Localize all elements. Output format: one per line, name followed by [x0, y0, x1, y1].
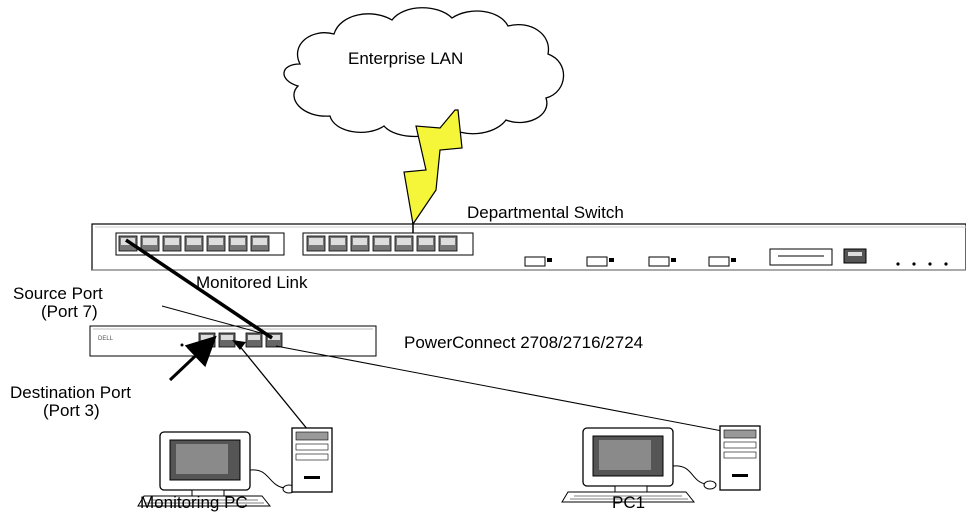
cloud-label: Enterprise LAN — [348, 49, 464, 68]
destination-port-arrow — [168, 335, 217, 382]
pc1-label: PC1 — [612, 493, 646, 512]
departmental-switch-label: Departmental Switch — [467, 203, 624, 222]
monitoring-pc-label: Monitoring PC — [140, 493, 248, 512]
switch-led-dots — [896, 262, 948, 266]
powerconnect-label: PowerConnect 2708/2716/2724 — [404, 333, 644, 352]
powerconnect-ports — [198, 332, 283, 348]
monitored-link-line — [125, 238, 273, 340]
wan-lightning-icon — [403, 109, 463, 226]
source-port-number-label: (Port 7) — [41, 302, 98, 321]
switch-port-group-1 — [115, 232, 285, 256]
switch-port-group-2 — [302, 232, 474, 256]
destination-port-number-label: (Port 3) — [43, 401, 100, 420]
source-port-label: Source Port — [13, 284, 103, 303]
pc1-cable — [275, 345, 739, 435]
departmental-switch-icon — [91, 223, 966, 271]
monitored-link-label: Monitored Link — [196, 273, 308, 292]
enterprise-lan-cloud — [283, 7, 565, 138]
monitoring-pc-icon — [137, 427, 333, 507]
pc1-icon — [561, 425, 761, 503]
source-port-pointer — [161, 305, 273, 337]
monitoring-pc-cable — [237, 343, 309, 431]
switch-uplink-modules — [524, 256, 736, 267]
svg-text:D​ELL: D​ELL — [98, 336, 114, 342]
switch-console-ports — [769, 248, 867, 266]
destination-port-label: Destination Port — [10, 383, 131, 402]
